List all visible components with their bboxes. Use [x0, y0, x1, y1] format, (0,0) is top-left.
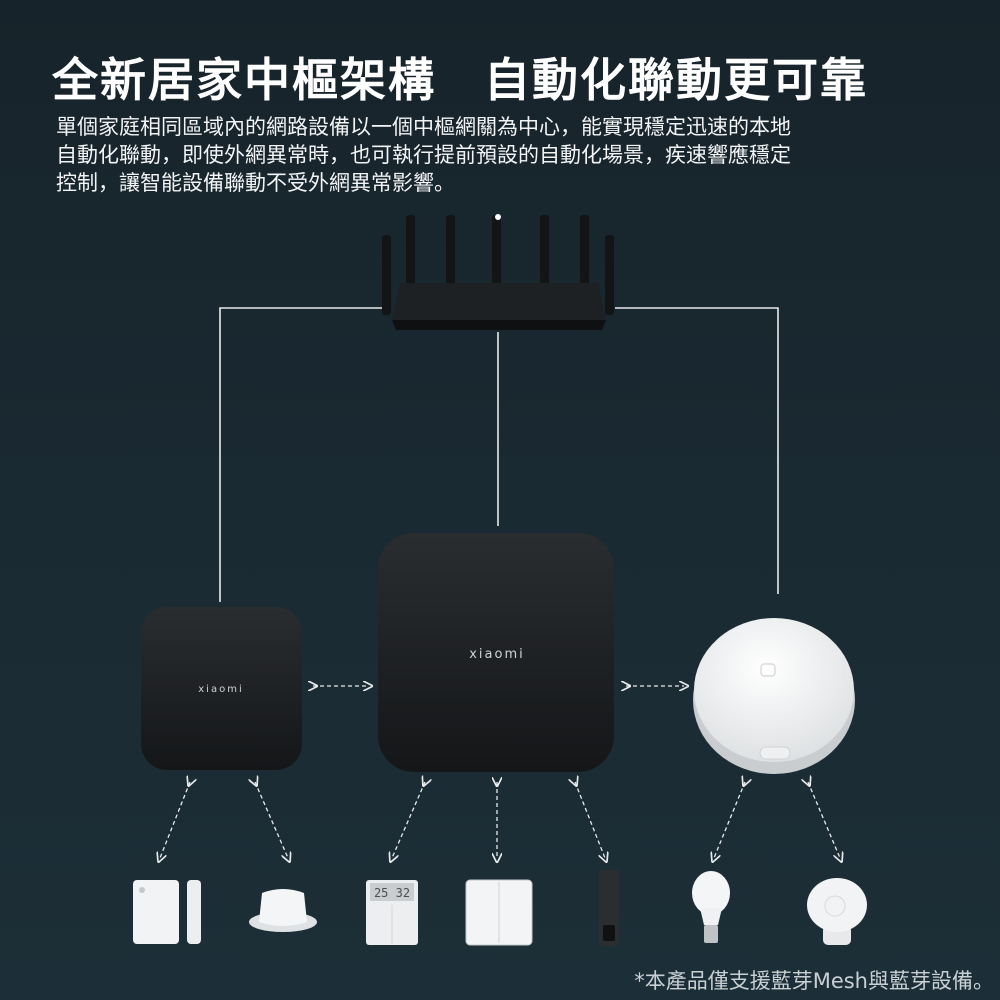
- downlight: [249, 889, 317, 932]
- sensor-display: 25 32: [374, 886, 410, 900]
- hub-large: xiaomi: [378, 533, 614, 772]
- smart-bulb: [692, 871, 730, 943]
- footnote: *本產品僅支援藍芽Mesh與藍芽設備。: [634, 969, 994, 993]
- line-router-left: [219, 307, 382, 602]
- line-router-right: [615, 307, 779, 594]
- motion-sensor: [807, 878, 867, 945]
- door-sensor: [133, 880, 201, 944]
- description-line: 控制，讓智能設備聯動不受外網異常影響。: [56, 171, 455, 195]
- smart-lock: [599, 870, 619, 946]
- page-title: 全新居家中樞架構 自動化聯動更可靠: [52, 53, 868, 107]
- hub-small-logo: xiaomi: [198, 684, 243, 695]
- hub-small: xiaomi: [141, 607, 302, 770]
- router-image: [382, 214, 614, 330]
- description-line: 單個家庭相同區域內的網路設備以一個中樞網關為中心，能實現穩定迅速的本地: [56, 115, 791, 139]
- hub-large-logo: xiaomi: [469, 647, 525, 662]
- temperature-switch: 25 32: [366, 880, 418, 945]
- dashed-links: [160, 686, 840, 858]
- connection-lines: [219, 307, 779, 602]
- description-line: 自動化聯動，即使外網異常時，也可執行提前預設的自動化場景，疾速響應穩定: [56, 143, 791, 167]
- wall-switch: [465, 879, 533, 946]
- hub-white: [693, 618, 855, 774]
- description: 單個家庭相同區域內的網路設備以一個中樞網關為中心，能實現穩定迅速的本地 自動化聯…: [56, 113, 791, 197]
